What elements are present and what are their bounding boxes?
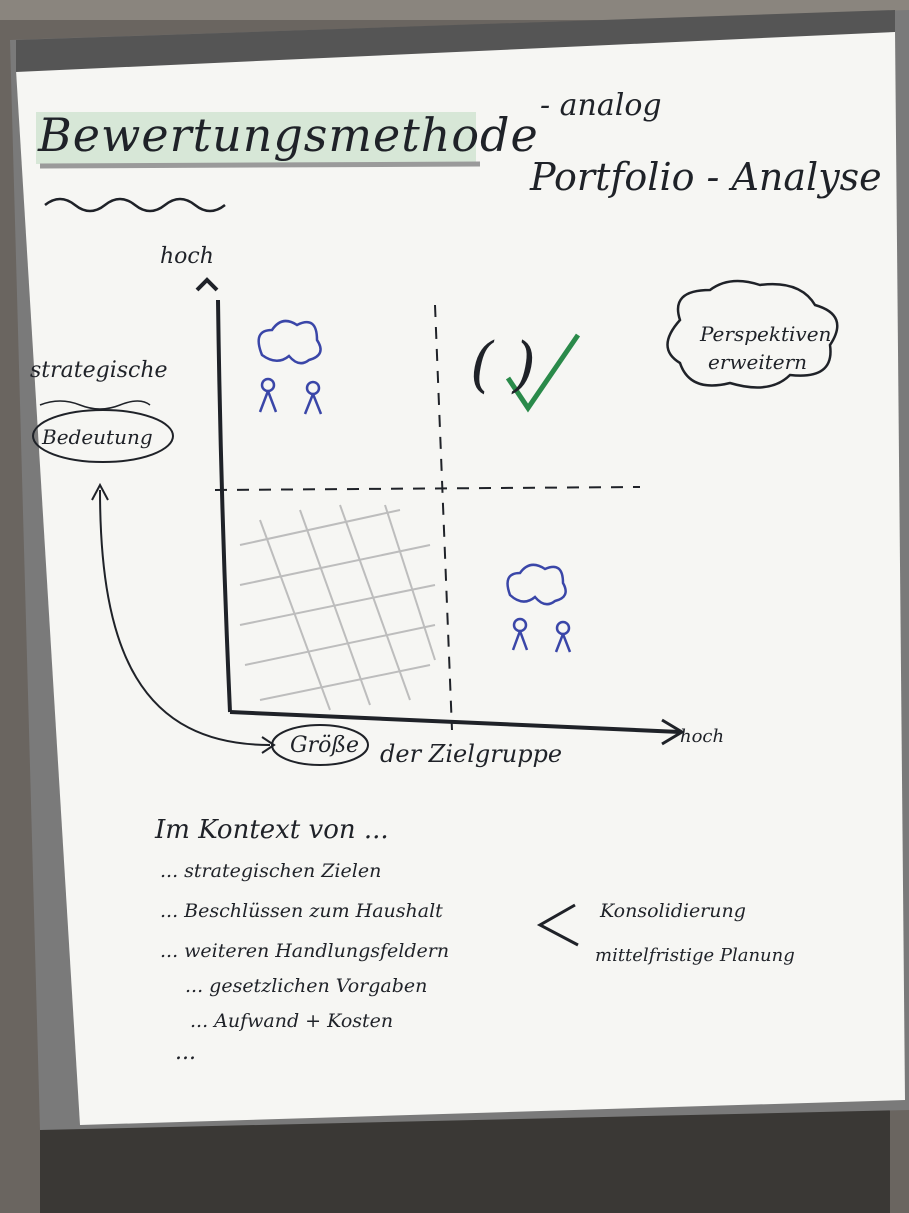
context-item: ... <box>175 1040 196 1065</box>
connector-arrow <box>99 489 271 746</box>
y-axis-high-label: hoch <box>160 244 214 269</box>
context-item: ... strategischen Zielen <box>160 860 382 882</box>
y-axis-name: strategische <box>30 358 168 383</box>
bracket-note-1: Konsolidierung <box>600 900 746 922</box>
check-mark-icon <box>505 333 581 413</box>
context-item: ... Beschlüssen zum Haushalt <box>160 900 443 922</box>
groesse-circle <box>271 724 369 766</box>
vertical-divider <box>434 304 453 731</box>
y-axis-name-circled: Bedeutung <box>42 425 153 449</box>
connector-arrowhead-up <box>91 482 109 501</box>
context-item: ... gesetzlichen Vorgaben <box>185 975 428 997</box>
connector-arrowhead-right <box>261 736 276 754</box>
bracket-note-2: mittelfristige Planung <box>595 945 795 966</box>
cloud-note-line-2: erweitern <box>708 350 808 374</box>
title-highlight <box>36 112 476 164</box>
people-thought-cloud-icon-2 <box>506 563 572 653</box>
people-thought-cloud-icon <box>257 319 323 415</box>
y-axis-arrowhead <box>195 277 219 292</box>
context-intro: Im Kontext von ... <box>155 815 389 845</box>
x-axis <box>229 710 681 734</box>
paper-sheet <box>16 30 905 1125</box>
hatched-quadrant <box>239 504 436 711</box>
subtitle-line-2: Portfolio - Analyse <box>530 155 882 199</box>
bedeutung-circle <box>32 409 174 463</box>
chart-title: Bewertungsmethode <box>38 108 539 162</box>
x-axis-high-label: hoch <box>680 726 725 747</box>
paper-binding <box>16 10 895 72</box>
title-squiggle <box>44 197 226 213</box>
ceiling-strip <box>0 0 909 20</box>
horizontal-divider <box>214 486 641 491</box>
strategische-squiggle <box>39 400 151 410</box>
x-axis-name-rest: der Zielgruppe <box>380 740 563 768</box>
x-axis-arrowhead <box>661 718 685 746</box>
x-axis-name-circled: Größe <box>290 733 360 758</box>
thought-cloud-icon <box>666 279 839 389</box>
context-item: ... Aufwand + Kosten <box>190 1010 394 1032</box>
cloud-note-line-1: Perspektiven <box>700 322 832 346</box>
context-bracket <box>536 903 579 947</box>
subtitle-line-1: - analog <box>540 88 662 123</box>
context-item: ... weiteren Handlungsfeldern <box>160 940 450 962</box>
title-underline <box>39 161 481 169</box>
check-parentheses: ( ) <box>470 330 536 400</box>
y-axis <box>216 299 232 713</box>
